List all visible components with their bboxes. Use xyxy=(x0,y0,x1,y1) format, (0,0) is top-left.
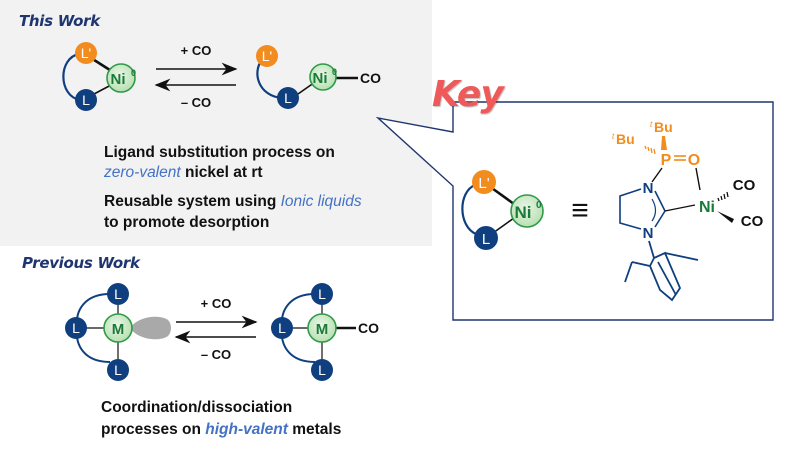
nickel-oxidation-state: 0 xyxy=(536,200,542,211)
key-label: Key xyxy=(432,74,504,115)
t-prefix: t xyxy=(650,120,653,129)
delocalization-arc xyxy=(651,198,657,222)
ligand-prime-label: L' xyxy=(478,175,489,192)
ionic-liquids-highlight: Ionic liquids xyxy=(280,193,362,210)
nickel-atom-label: Ni xyxy=(699,199,715,216)
equivalence-symbol: ≡ xyxy=(571,194,589,227)
this-work-line-4: to promote desorption xyxy=(104,214,270,231)
chelate-arc xyxy=(62,52,81,102)
nhc-phosphine-oxide-nickel-structure: t Bu t Bu P O N N Ni CO CO xyxy=(612,119,764,302)
this-work-panel xyxy=(0,0,432,246)
ligand-label: L xyxy=(82,92,90,108)
t-prefix: t xyxy=(612,132,615,141)
line-3-start: Reusable system using xyxy=(104,193,281,210)
this-work-product: L' L Ni 0 CO xyxy=(256,45,381,109)
metal-circle xyxy=(307,313,337,343)
line-2-rest: metals xyxy=(287,421,342,438)
oxygen-label: O xyxy=(688,152,700,169)
wedge-bond xyxy=(661,136,667,150)
ligand-circle-bottom xyxy=(107,359,129,381)
line-2-start: processes on xyxy=(101,421,206,438)
co-top-label: CO xyxy=(733,177,756,194)
previous-work-line-2: processes on high-valent metals xyxy=(101,420,341,439)
vacant-orbital-lobe xyxy=(130,316,171,340)
backbone-bonds xyxy=(619,188,642,230)
this-work-reactant: L' L Ni 0 xyxy=(62,42,136,111)
ligand-label: L xyxy=(278,320,286,336)
nickel-oxidation-state: 0 xyxy=(131,68,136,78)
nickel-circle xyxy=(309,63,337,91)
previous-work-product: L L L M CO xyxy=(271,283,379,381)
ligand-label: L xyxy=(284,90,292,106)
ligand-label: L xyxy=(72,320,80,336)
p-n-bond xyxy=(651,167,663,183)
ligand-label: L xyxy=(482,231,490,248)
co-bottom-label: CO xyxy=(741,213,764,230)
ligand-label: L xyxy=(318,286,326,302)
high-valent-highlight: high-valent xyxy=(205,421,288,438)
ligand-circle-left xyxy=(271,317,293,339)
line-2-rest: nickel at rt xyxy=(180,164,263,181)
ligand-label: L xyxy=(318,362,326,378)
previous-work-line-1: Coordination/dissociation xyxy=(101,399,293,416)
plus-co-label: + CO xyxy=(201,296,232,311)
diethylphenyl-group xyxy=(624,240,699,302)
nickel-circle xyxy=(510,194,544,228)
ligand-prime-label: L' xyxy=(81,45,91,61)
this-work-title: This Work xyxy=(19,12,100,30)
zero-valent-highlight: zero-valent xyxy=(104,164,181,181)
co-label: CO xyxy=(360,70,381,86)
ligand-label: L xyxy=(114,286,122,302)
previous-work-title: Previous Work xyxy=(22,254,140,272)
ligand-circle xyxy=(75,89,97,111)
tbu-top-label: Bu xyxy=(654,119,673,135)
nitrogen-top-label: N xyxy=(643,180,654,197)
wedge-bond-co xyxy=(717,211,734,223)
metal-label: M xyxy=(316,321,329,338)
hash-bond-co xyxy=(717,191,729,202)
metal-label: M xyxy=(112,321,125,338)
previous-work-reactant: L L L M xyxy=(65,283,171,381)
ligand-prime-circle xyxy=(256,45,278,67)
metal-circle xyxy=(103,313,133,343)
nickel-label: Ni xyxy=(313,70,328,87)
minus-co-label: – CO xyxy=(181,95,211,110)
ligand-prime-circle xyxy=(472,170,496,194)
this-work-line-2: zero-valent nickel at rt xyxy=(104,163,263,182)
nickel-label: Ni xyxy=(111,71,126,88)
ligand-prime-circle xyxy=(75,42,97,64)
o-ni-bond xyxy=(695,167,701,191)
phosphorus-label: P xyxy=(661,152,672,169)
ligand-circle xyxy=(474,226,498,250)
ligand-circle xyxy=(277,87,299,109)
hash-bond xyxy=(644,145,656,155)
nickel-circle xyxy=(106,63,136,93)
nitrogen-bottom-label: N xyxy=(643,225,654,242)
co-label: CO xyxy=(358,320,379,336)
chelate-arc xyxy=(461,183,477,236)
this-work-line-3: Reusable system using Ionic liquids xyxy=(104,192,362,211)
nickel-label: Ni xyxy=(515,203,532,222)
c-ni-bond xyxy=(664,204,696,212)
ligand-circle-left xyxy=(65,317,87,339)
ligand-circle-bottom xyxy=(311,359,333,381)
ligand-prime-label: L' xyxy=(262,48,272,64)
tbu-left-label: Bu xyxy=(616,131,635,147)
nickel-oxidation-state: 0 xyxy=(332,67,337,77)
ligand-circle-top xyxy=(311,283,333,305)
bond-l-ni xyxy=(492,217,515,234)
ligand-label: L xyxy=(114,362,122,378)
minus-co-label: – CO xyxy=(201,347,231,362)
plus-co-label: + CO xyxy=(181,43,212,58)
key-simplified-complex: L' L Ni 0 xyxy=(461,170,544,250)
ligand-circle-top xyxy=(107,283,129,305)
this-work-line-1: Ligand substitution process on xyxy=(104,144,335,161)
